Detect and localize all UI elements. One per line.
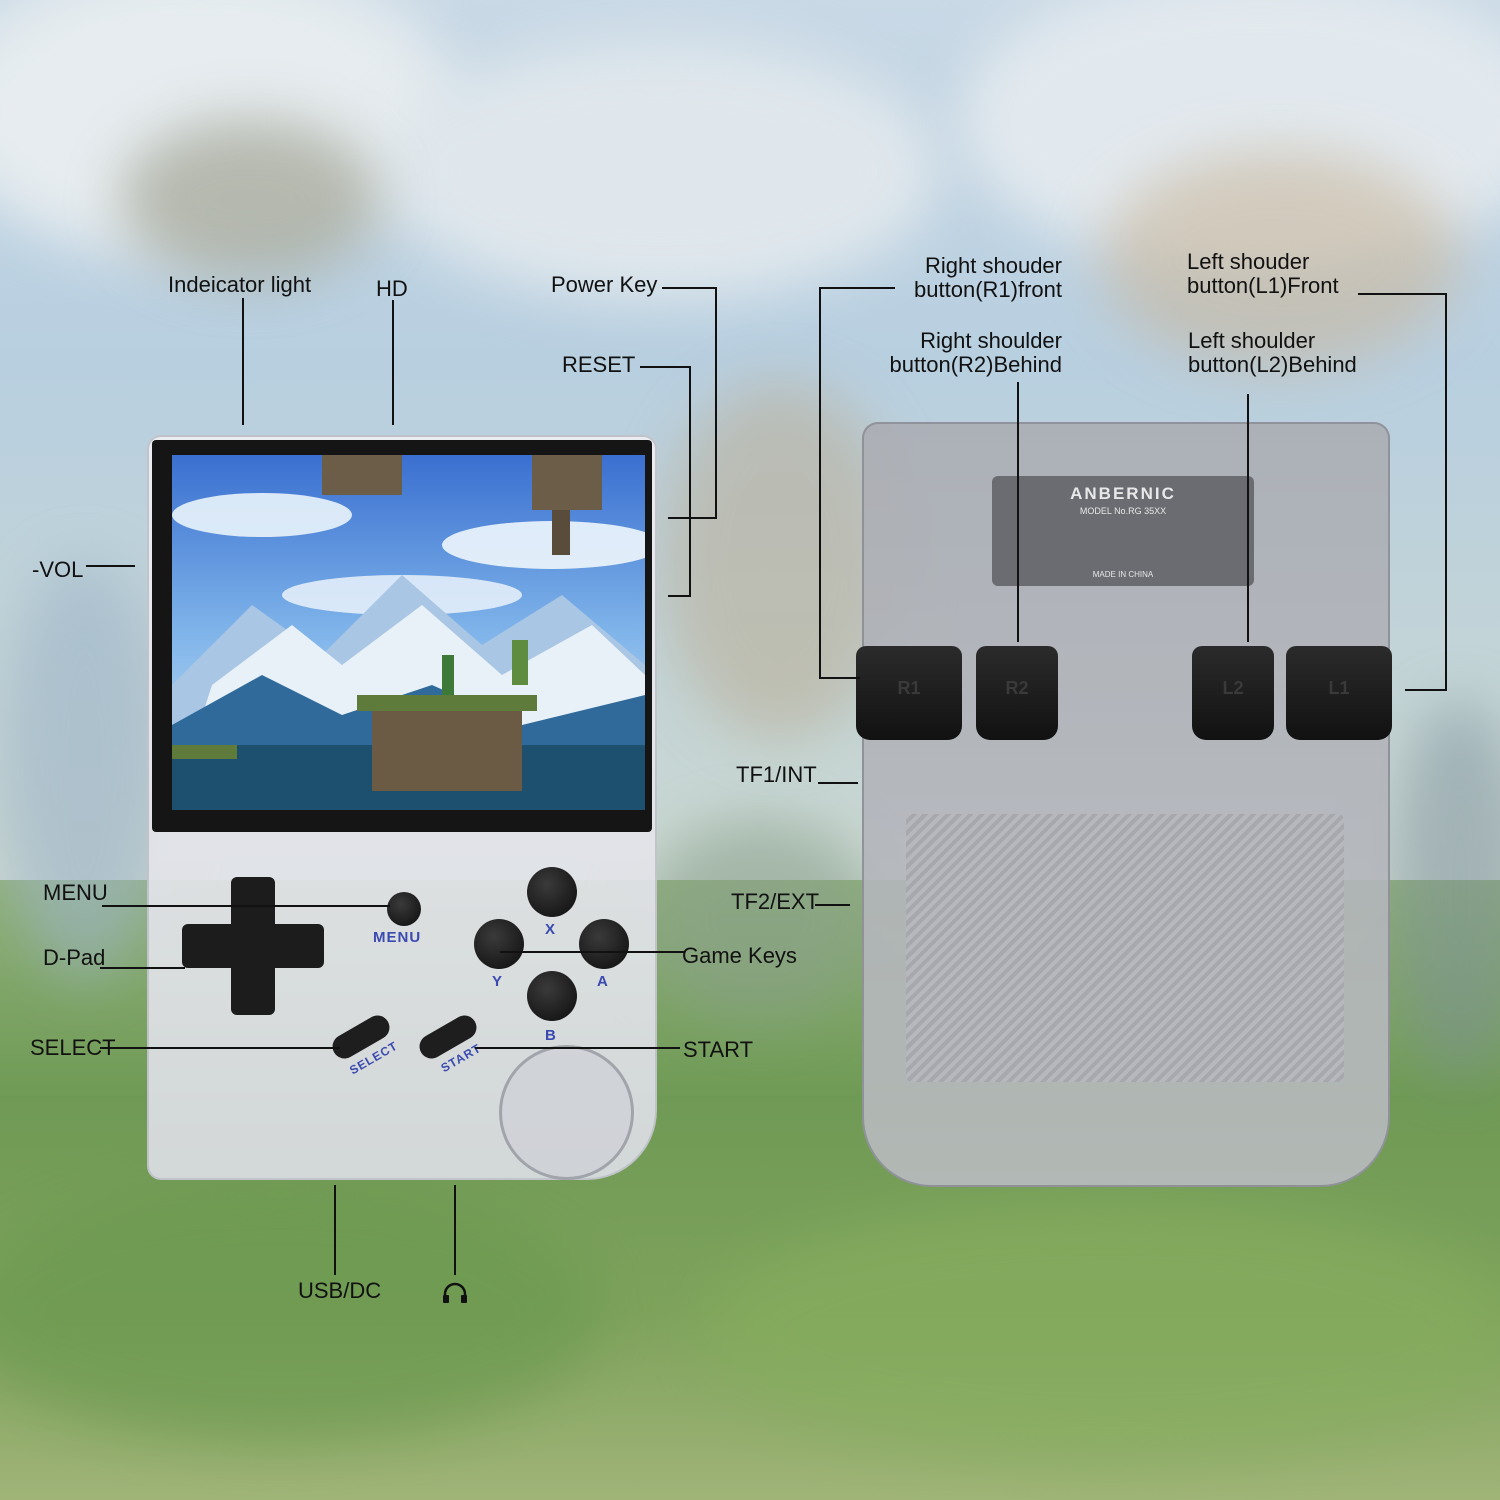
usb-dc-label: USB/DC [298, 1278, 382, 1303]
l1-shoulder-button[interactable]: L1 [1286, 646, 1392, 740]
indicator-light-label: Indeicator light [168, 272, 312, 297]
speaker-grille [499, 1045, 634, 1180]
a-button[interactable] [579, 919, 629, 969]
headphone-icon [443, 1282, 467, 1303]
menu-label: MENU [43, 880, 108, 905]
device-back: ANBERNIC MODEL No.RG 35XX MADE IN CHINA … [856, 422, 1392, 1187]
model-number: MODEL No.RG 35XX [1079, 506, 1167, 516]
rating-label-plate: ANBERNIC MODEL No.RG 35XX MADE IN CHINA [992, 476, 1254, 586]
power-key-label: Power Key [551, 272, 658, 297]
x-button[interactable] [527, 867, 577, 917]
dpad[interactable] [182, 877, 324, 1015]
b-key-label: B [545, 1027, 557, 1044]
r1-shoulder-button[interactable]: R1 [856, 646, 962, 740]
r2-text: R2 [1005, 678, 1029, 698]
r1-label-line1: Right shouder [925, 253, 1062, 278]
r2-label-line2: button(R2)Behind [889, 352, 1062, 377]
r2-label-line1: Right shoulder [920, 328, 1062, 353]
dpad-label: D-Pad [43, 945, 106, 970]
l2-shoulder-button[interactable]: L2 [1192, 646, 1274, 740]
x-key-label: X [545, 921, 557, 938]
menu-button[interactable] [387, 892, 421, 926]
tf2-label: TF2/EXT [731, 889, 820, 914]
reset-label: RESET [562, 352, 636, 377]
menu-key-label: MENU [373, 929, 422, 946]
r1-label-line2: button(R1)front [914, 277, 1062, 302]
r2-shoulder-button[interactable]: R2 [976, 646, 1058, 740]
start-label: START [683, 1037, 754, 1062]
b-button[interactable] [527, 971, 577, 1021]
l2-text: L2 [1222, 678, 1244, 698]
l1-label-line2: button(L1)Front [1187, 273, 1339, 298]
y-button[interactable] [474, 919, 524, 969]
brand-name: ANBERNIC [1070, 484, 1176, 503]
game-screen [172, 455, 645, 810]
hd-label: HD [376, 276, 408, 301]
l2-label-line2: button(L2)Behind [1188, 352, 1357, 377]
screen-bezel [152, 440, 652, 832]
select-label: SELECT [30, 1035, 116, 1060]
game-keys-label: Game Keys [682, 943, 797, 968]
a-key-label: A [597, 973, 609, 990]
battery-panel [906, 814, 1344, 1082]
device-front: MENU X Y A B SELECT START [147, 435, 657, 1180]
l1-text: L1 [1328, 678, 1350, 698]
l1-label-line1: Left shouder [1187, 249, 1310, 274]
l2-label-line1: Left shoulder [1188, 328, 1316, 353]
r1-text: R1 [897, 678, 921, 698]
made-in-text: MADE IN CHINA [1092, 570, 1154, 579]
game-scene-image [172, 455, 645, 810]
vol-minus-label: -VOL [32, 557, 84, 582]
y-key-label: Y [492, 973, 504, 990]
tf1-label: TF1/INT [736, 762, 817, 787]
